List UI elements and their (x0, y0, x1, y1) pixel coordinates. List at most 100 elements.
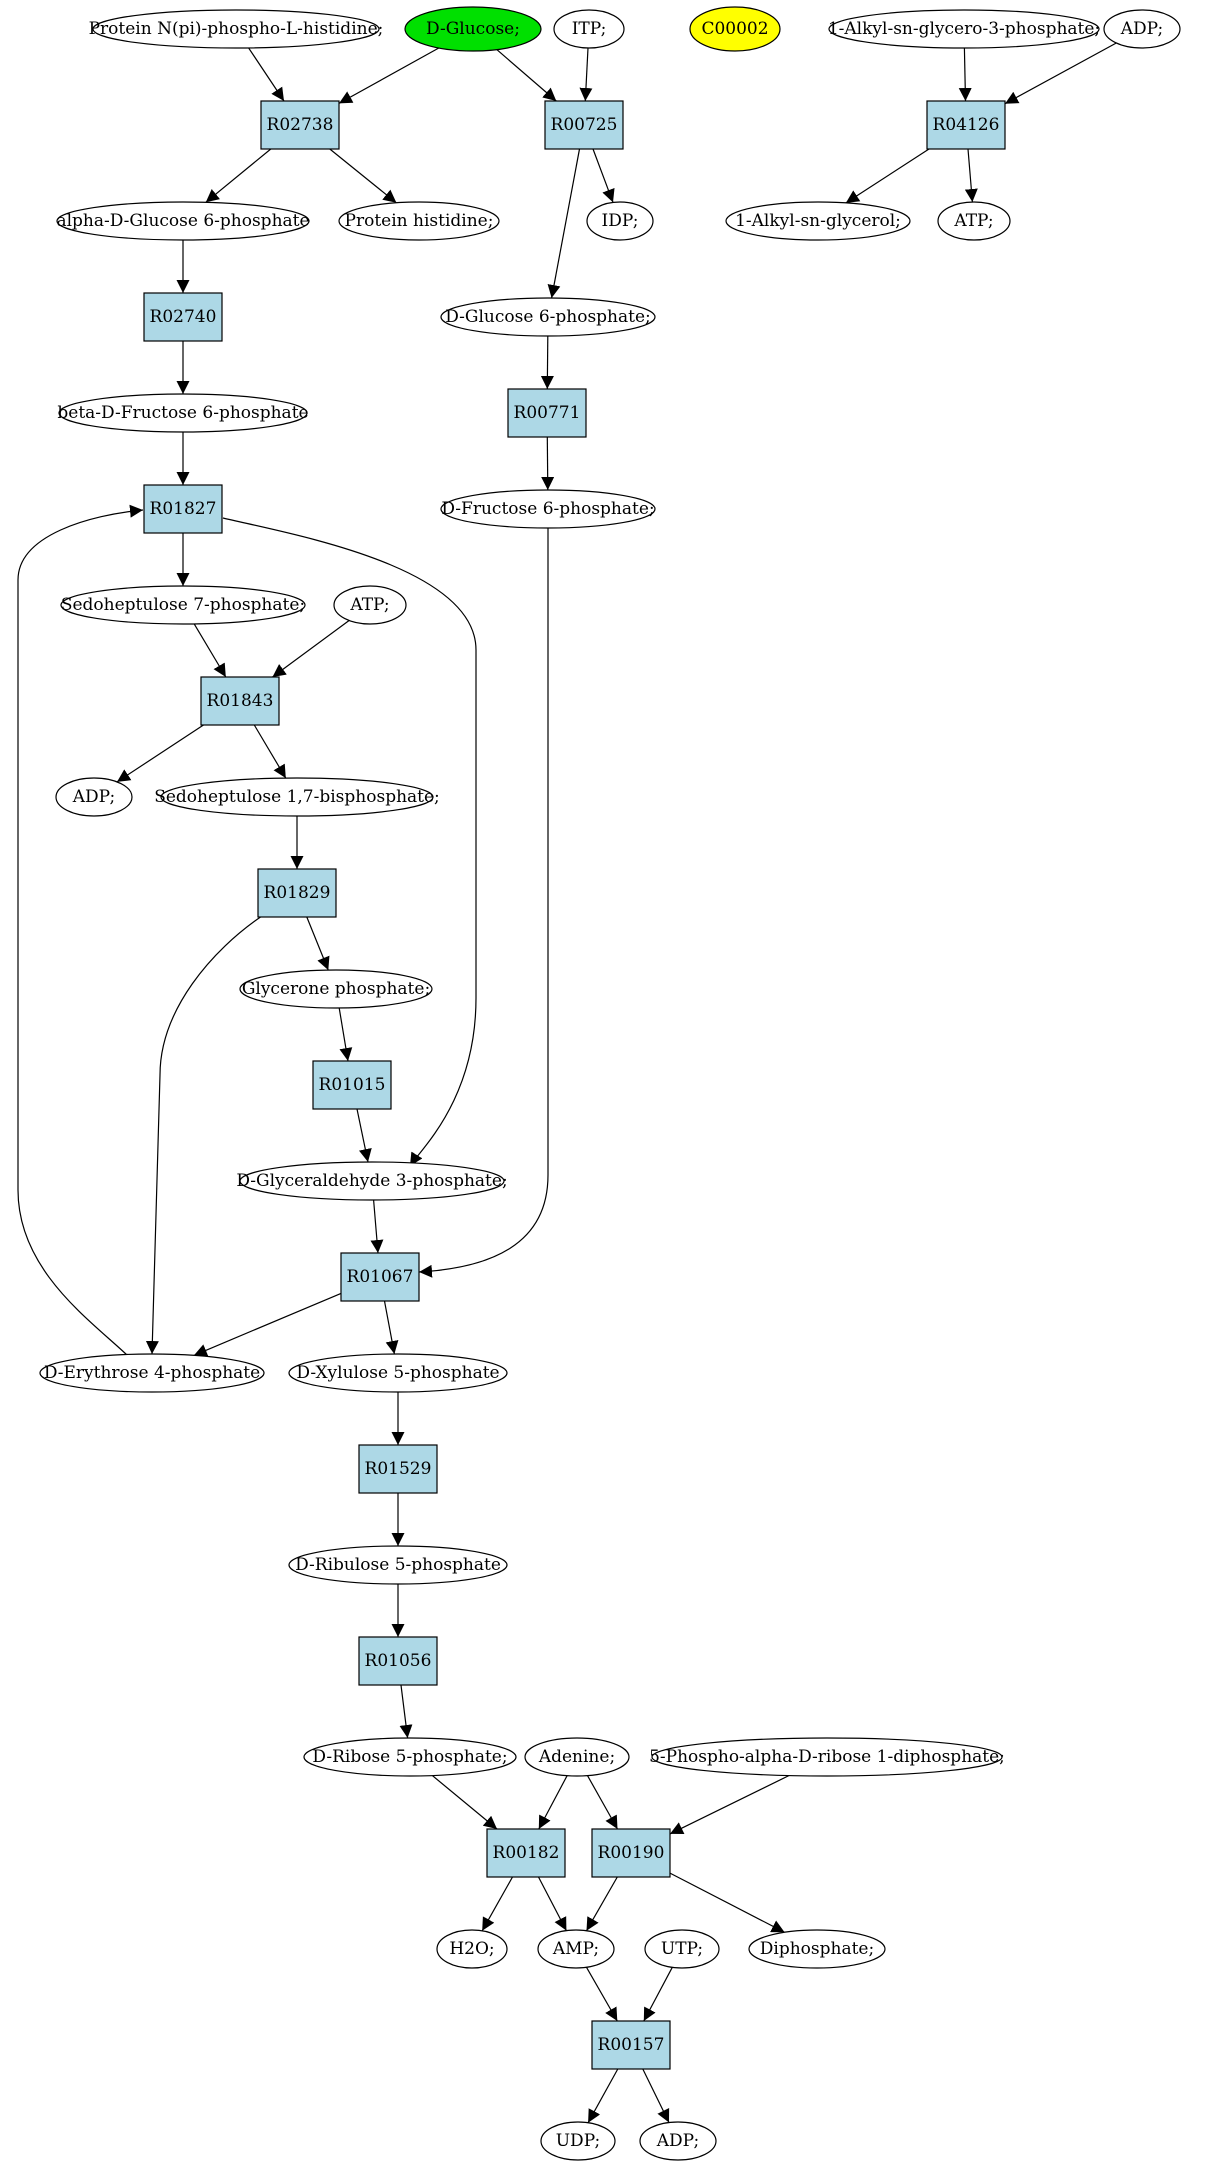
reaction-box (507, 388, 587, 438)
edge-r01067-to-xu5p (383, 1300, 399, 1355)
compound-ellipse (639, 2121, 717, 2161)
reaction-node-r01829[interactable]: R01829 (257, 868, 337, 918)
reaction-box (486, 1828, 566, 1878)
node-label: R00190 (598, 1843, 665, 1863)
compound-node-utp[interactable]: UTP; (644, 1929, 720, 1969)
edge-atp_mid-to-r01843 (272, 620, 350, 678)
nodes-layer: Protein N(pi)-phospho-L-histidine; D-Gluc… (39, 6, 1181, 2161)
compound-node-itp[interactable]: ITP; (553, 9, 625, 49)
reaction-box (143, 292, 223, 342)
reaction-node-r00771[interactable]: R00771 (507, 388, 587, 438)
compound-ellipse (58, 393, 308, 433)
edge-r00182-to-amp (537, 1876, 567, 1931)
compound-node-gap[interactable]: D-Glyceraldehyde 3-phosphate; (236, 1161, 508, 1201)
edge-r01829-to-e4p (145, 915, 263, 1355)
compound-ellipse (303, 1737, 517, 1777)
node-label: ATP; (349, 595, 389, 615)
compound-node-a_d_g6p[interactable]: alpha-D-Glucose 6-phosphate (56, 201, 310, 241)
compound-node-alkyl_glycerol[interactable]: 1-Alkyl-sn-glycerol; (725, 201, 911, 241)
reaction-node-r01067[interactable]: R01067 (340, 1252, 420, 1302)
node-label: ADP; (656, 2131, 699, 2151)
compound-node-idp[interactable]: IDP; (586, 201, 654, 241)
node-label: alpha-D-Glucose 6-phosphate (56, 211, 309, 231)
compound-node-diphosphate[interactable]: Diphosphate; (748, 1929, 886, 1969)
edge-r00190-to-amp (585, 1876, 618, 1931)
node-label: R00157 (598, 2035, 665, 2055)
reaction-node-r00157[interactable]: R00157 (591, 2020, 671, 2070)
compound-node-atp_mid[interactable]: ATP; (333, 585, 407, 625)
compound-ellipse (55, 777, 133, 817)
edge-gap-to-r01067 (370, 1199, 384, 1254)
edge-r01015-to-gap (356, 1108, 372, 1163)
compound-node-s17bp[interactable]: Sedoheptulose 1,7-bisphosphate; (154, 777, 440, 817)
compound-node-r5p[interactable]: D-Ribose 5-phosphate; (303, 1737, 517, 1777)
reaction-node-r02740[interactable]: R02740 (143, 292, 223, 342)
node-label: R01829 (264, 883, 331, 903)
compound-node-protein_his[interactable]: Protein histidine; (338, 201, 500, 241)
compound-ellipse (524, 1737, 630, 1777)
compound-ellipse (160, 777, 434, 817)
reaction-node-r04126[interactable]: R04126 (926, 100, 1006, 150)
compound-node-amp[interactable]: AMP; (537, 1929, 615, 1969)
node-label: D-Erythrose 4-phosphate (44, 1363, 260, 1383)
edge-utp-to-r00157 (643, 1967, 673, 2022)
node-label: ADP; (1120, 19, 1163, 39)
compound-node-atp_top[interactable]: ATP; (937, 201, 1011, 241)
compound-node-protein_n_pi[interactable]: Protein N(pi)-phospho-L-histidine; (89, 9, 384, 49)
reaction-node-r02738[interactable]: R02738 (260, 100, 340, 150)
edge-r01843-to-adp_mid (116, 724, 204, 783)
node-label: Sedoheptulose 7-phosphate; (61, 595, 305, 615)
reaction-node-r01827[interactable]: R01827 (143, 484, 223, 534)
node-label: R01843 (207, 691, 274, 711)
compound-node-adp_top[interactable]: ADP; (1103, 9, 1181, 49)
compound-node-adp_mid[interactable]: ADP; (55, 777, 133, 817)
edge-e4p-to-r01827 (17, 504, 144, 1356)
node-label: 1-Alkyl-sn-glycero-3-phosphate; (828, 19, 1100, 39)
node-label: D-Ribulose 5-phosphate (295, 1555, 501, 1575)
reaction-node-r00190[interactable]: R00190 (591, 1828, 671, 1878)
node-label: ADP; (72, 787, 115, 807)
compound-node-d_glucose[interactable]: D-Glucose; (404, 6, 542, 52)
reaction-node-r01015[interactable]: R01015 (312, 1060, 392, 1110)
compound-ellipse (333, 585, 407, 625)
reaction-node-r01529[interactable]: R01529 (358, 1444, 438, 1494)
edge-r00157-to-udp (587, 2068, 619, 2123)
edge-prpp-to-r00190 (669, 1774, 790, 1835)
compound-node-ru5p[interactable]: D-Ribulose 5-phosphate (288, 1545, 508, 1585)
compound-node-b_d_f6p[interactable]: beta-D-Fructose 6-phosphate (57, 393, 309, 433)
node-label: 1-Alkyl-sn-glycerol; (735, 211, 901, 231)
compound-node-adenine[interactable]: Adenine; (524, 1737, 630, 1777)
edge-r01827-to-gap (222, 517, 477, 1167)
compound-node-alkyl_g3p[interactable]: 1-Alkyl-sn-glycero-3-phosphate; (828, 9, 1100, 49)
edge-d_glucose-to-r00725 (496, 49, 557, 102)
compound-node-adp_bot[interactable]: ADP; (639, 2121, 717, 2161)
edge-r04126-to-atp_top (964, 148, 978, 203)
compound-node-s7p[interactable]: Sedoheptulose 7-phosphate; (60, 585, 306, 625)
reaction-node-r01056[interactable]: R01056 (358, 1636, 438, 1686)
compound-node-xu5p[interactable]: D-Xylulose 5-phosphate (288, 1353, 508, 1393)
node-label: D-Ribose 5-phosphate; (312, 1747, 507, 1767)
compound-node-prpp[interactable]: 5-Phospho-alpha-D-ribose 1-diphosphate; (649, 1737, 1005, 1777)
compound-node-e4p[interactable]: D-Erythrose 4-phosphate (39, 1353, 265, 1393)
reaction-node-r00725[interactable]: R00725 (544, 100, 624, 150)
reaction-box (143, 484, 223, 534)
compound-node-h2o[interactable]: H2O; (436, 1929, 508, 1969)
compound-node-d_f6p[interactable]: D-Fructose 6-phosphate; (440, 489, 656, 529)
compound-ellipse (239, 969, 433, 1009)
edge-d_f6p-to-r01067 (418, 528, 549, 1278)
node-label: UDP; (556, 2131, 601, 2151)
edge-r00725-to-d_g6p (547, 148, 581, 299)
edge-r04126-to-alkyl_glycerol (845, 148, 930, 204)
compound-node-dhap[interactable]: Glycerone phosphate; (239, 969, 433, 1009)
compound-ellipse (92, 9, 380, 49)
compound-ellipse (60, 585, 306, 625)
compound-node-udp[interactable]: UDP; (540, 2121, 616, 2161)
compound-node-c00002[interactable]: C00002 (689, 6, 781, 52)
reaction-node-r01843[interactable]: R01843 (200, 676, 280, 726)
edge-protein_n_pi-to-r02738 (248, 47, 285, 102)
node-label: UTP; (661, 1939, 703, 1959)
reaction-node-r00182[interactable]: R00182 (486, 1828, 566, 1878)
compound-node-d_g6p[interactable]: D-Glucose 6-phosphate; (440, 297, 656, 337)
edge-r00771-to-d_f6p (541, 436, 555, 491)
node-label: Glycerone phosphate; (242, 979, 430, 999)
